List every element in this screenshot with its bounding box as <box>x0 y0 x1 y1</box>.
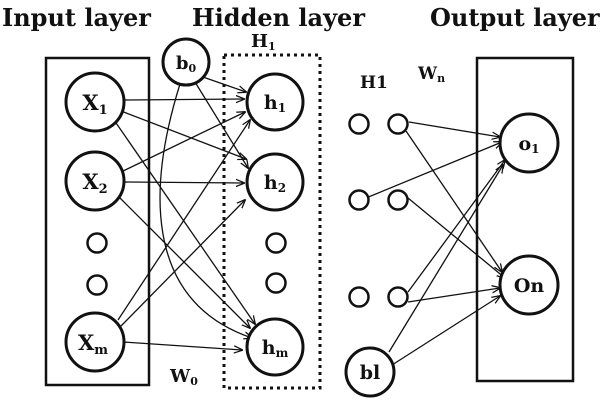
svg-text:X2: X2 <box>82 169 107 197</box>
input-hidden-edges <box>113 99 255 350</box>
w0-label: W0 <box>169 366 198 388</box>
hidden-small-nodes <box>348 113 409 308</box>
wn-label: Wn <box>417 64 445 85</box>
output-layer-title: Output layer <box>430 3 600 32</box>
output-layer-box <box>475 56 575 383</box>
svg-text:On: On <box>514 275 545 297</box>
node-x2: X2 <box>64 150 126 212</box>
svg-text:o1: o1 <box>518 133 539 156</box>
input-layer-title: Input layer <box>2 3 151 32</box>
ellipsis-dot-input <box>86 274 108 296</box>
node-bl: bl <box>344 346 396 398</box>
ellipsis-dot-hidden <box>265 232 287 254</box>
svg-text:h2: h2 <box>264 172 286 195</box>
hidden-layer-title: Hidden layer <box>192 3 365 32</box>
h1-right-label: H1 <box>360 73 388 93</box>
node-h1: h1 <box>245 72 305 132</box>
svg-text:X1: X1 <box>82 90 107 118</box>
ellipsis-dot-input <box>86 232 108 254</box>
svg-text:bl: bl <box>360 362 381 384</box>
hidden-h1-label: H1 <box>251 31 276 53</box>
ellipsis-dot-hidden <box>265 272 287 294</box>
input-layer-box <box>44 56 151 387</box>
svg-text:hm: hm <box>262 337 289 360</box>
svg-text:b0: b0 <box>176 53 197 75</box>
hidden-layer-box <box>222 53 322 390</box>
node-on: On <box>498 254 560 316</box>
node-b0: b0 <box>161 37 211 87</box>
node-xm: Xm <box>64 311 126 373</box>
svg-text:h1: h1 <box>264 92 286 115</box>
node-h2: h2 <box>245 152 305 212</box>
svg-text:Xm: Xm <box>78 330 108 358</box>
node-hm: hm <box>245 317 305 377</box>
hidden-output-edges <box>365 121 505 366</box>
node-x1: X1 <box>64 71 126 133</box>
node-o1: o1 <box>498 112 560 174</box>
bias-b0-edges <box>159 75 252 338</box>
